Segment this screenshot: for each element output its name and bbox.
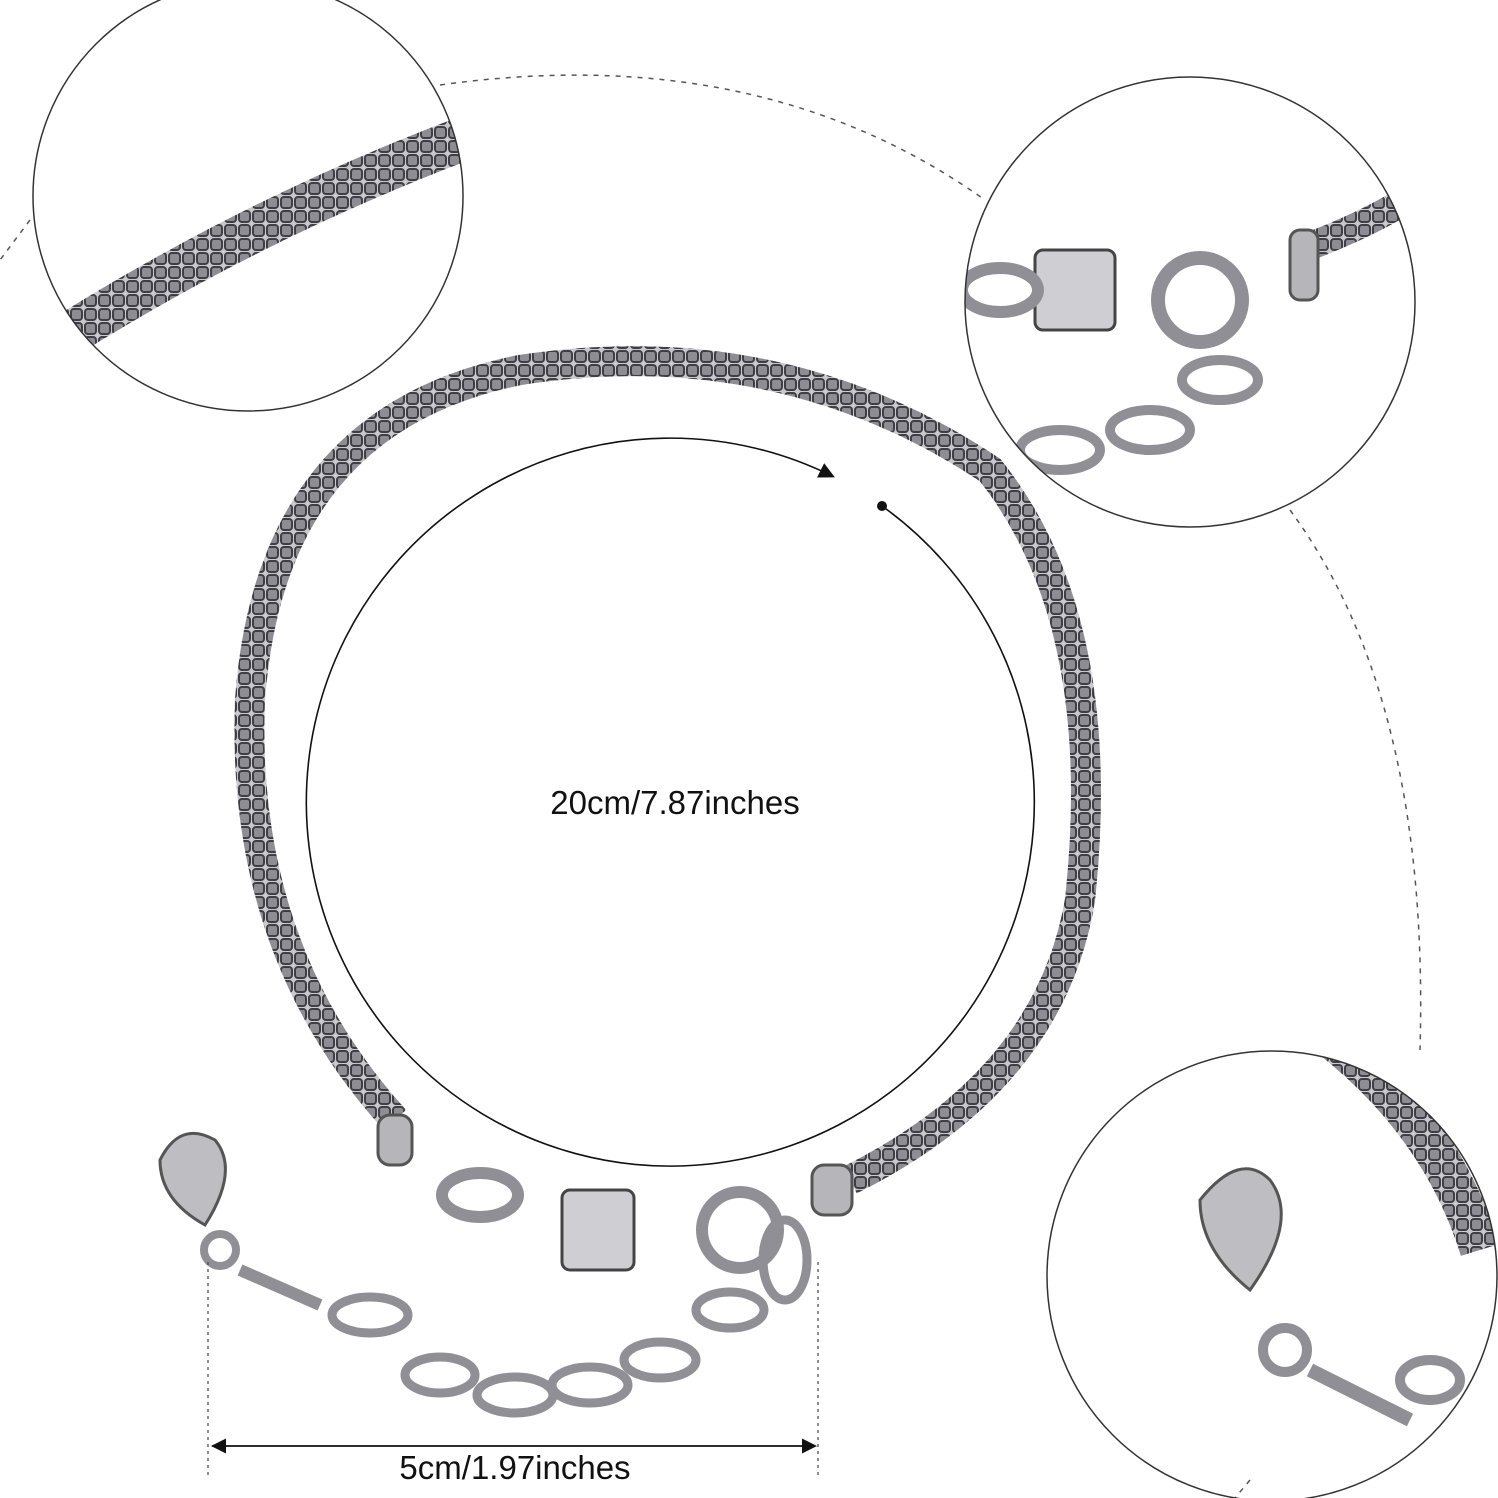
dashed-connector: [1289, 509, 1422, 1051]
extender-measurement: [207, 1262, 819, 1476]
measure-start-dot: [877, 501, 887, 511]
bracelet-length-label: 20cm/7.87inches: [550, 784, 800, 821]
chain-detail-view: [32, 0, 464, 412]
dashed-connector: [439, 74, 986, 201]
heart-detail-view: [1046, 1050, 1498, 1498]
extender-length-label: 5cm/1.97inches: [399, 1449, 631, 1486]
dashed-connector: [1234, 1479, 1251, 1498]
clasp-detail-view: [964, 76, 1416, 528]
bracelet: [158, 346, 1101, 1418]
dashed-connector: [0, 219, 31, 261]
length-measurement-circle: [305, 437, 1036, 1167]
